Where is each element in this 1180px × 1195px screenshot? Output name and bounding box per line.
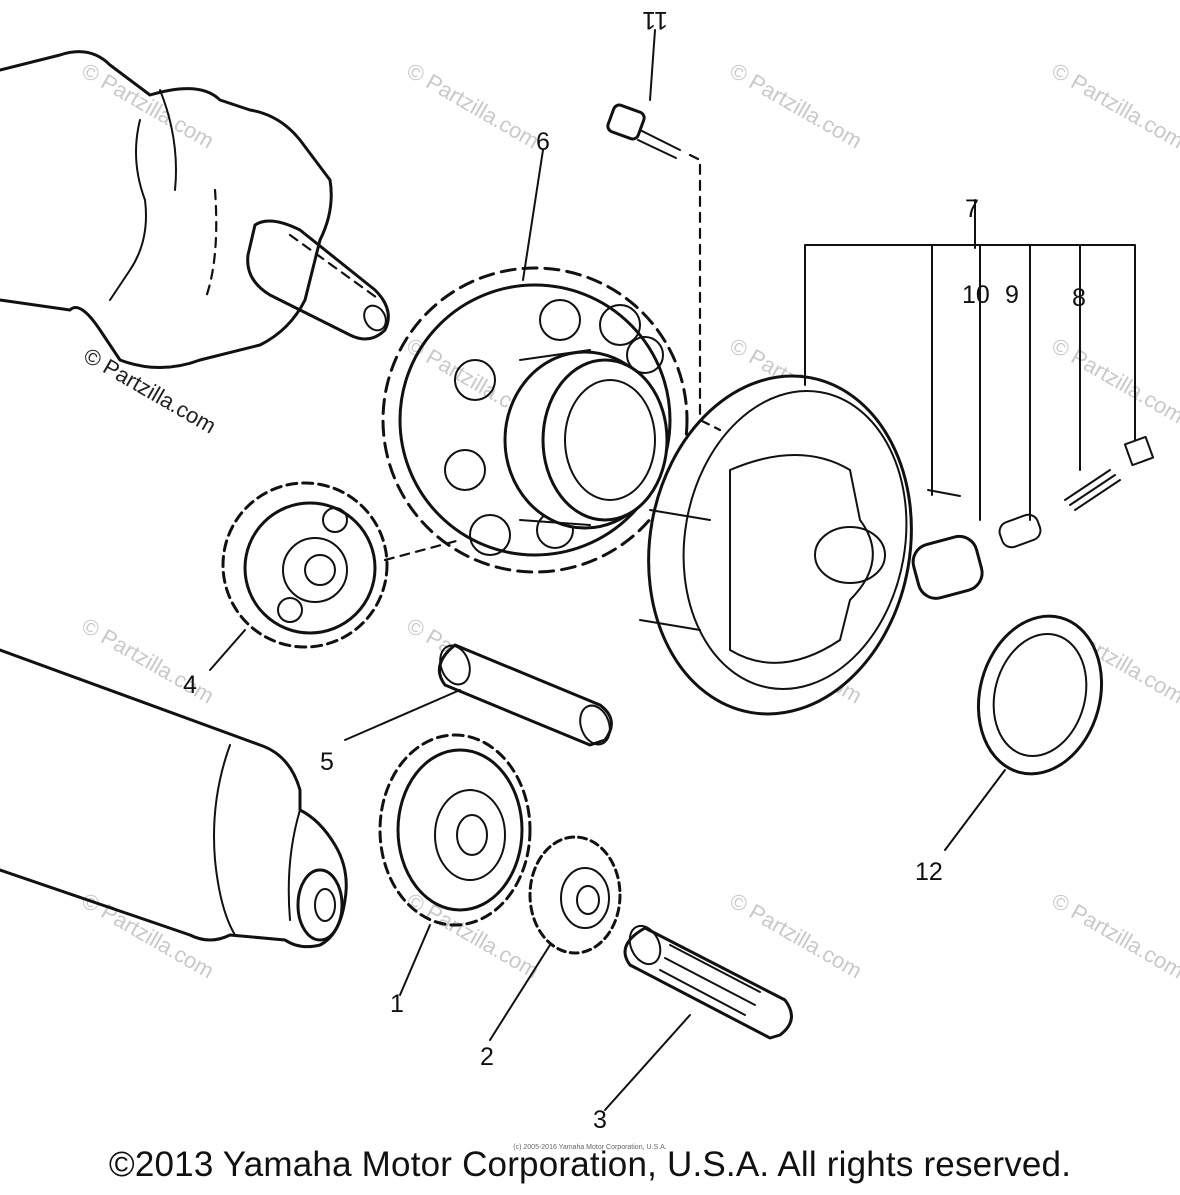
roller-10 (911, 489, 984, 600)
idler-gear-2 (528, 835, 622, 955)
idler-shaft-5 (437, 643, 613, 747)
callout-6: 6 (536, 128, 550, 156)
idler-gear-1 (378, 733, 532, 927)
watermark: © Partzilla.com (78, 613, 219, 709)
callouts: 1 2 3 4 5 6 7 8 9 10 11 12 (183, 6, 1086, 1134)
watermark: © Partzilla.com (726, 58, 867, 154)
callout-9: 9 (1005, 281, 1019, 309)
callout-1: 1 (390, 990, 404, 1018)
idler-shaft-3 (623, 924, 793, 1040)
callout-12: 12 (915, 858, 943, 886)
watermark: © Partzilla.com (78, 58, 219, 154)
callout-2: 2 (480, 1043, 494, 1071)
watermark: © Partzilla.com (726, 888, 867, 984)
watermark: © Partzilla.com (1048, 333, 1180, 429)
watermark: © Partzilla.com (1048, 58, 1180, 154)
callout-5: 5 (320, 748, 334, 776)
watermark: © Partzilla.com (78, 888, 219, 984)
starter-clutch-7 (639, 374, 913, 716)
washer-12 (976, 614, 1104, 776)
bolt-11 (606, 103, 722, 432)
callout-7: 7 (965, 195, 979, 223)
callout-11: 11 (642, 6, 668, 34)
watermark-visible: © Partzilla.com (80, 343, 221, 439)
callout-3: 3 (593, 1106, 607, 1134)
starter-motor (0, 648, 348, 949)
watermark: © Partzilla.com (1048, 888, 1180, 984)
watermark: © Partzilla.com (403, 888, 544, 984)
spring-8 (1064, 435, 1155, 511)
copyright-text: ©2013 Yamaha Motor Corporation, U.S.A. A… (108, 1145, 1072, 1184)
watermark: © Partzilla.com (403, 58, 544, 154)
plunger-9 (998, 513, 1042, 549)
leader-lines (209, 29, 1136, 1111)
callout-4: 4 (183, 671, 197, 699)
small-copyright-text: (c) 2005-2016 Yamaha Motor Corporation, … (513, 1144, 667, 1151)
crankshaft (0, 50, 390, 369)
callout-10: 10 (962, 281, 990, 309)
callout-8: 8 (1072, 284, 1086, 312)
starter-wheel-gear (381, 266, 689, 574)
idler-gear-4 (221, 481, 462, 649)
